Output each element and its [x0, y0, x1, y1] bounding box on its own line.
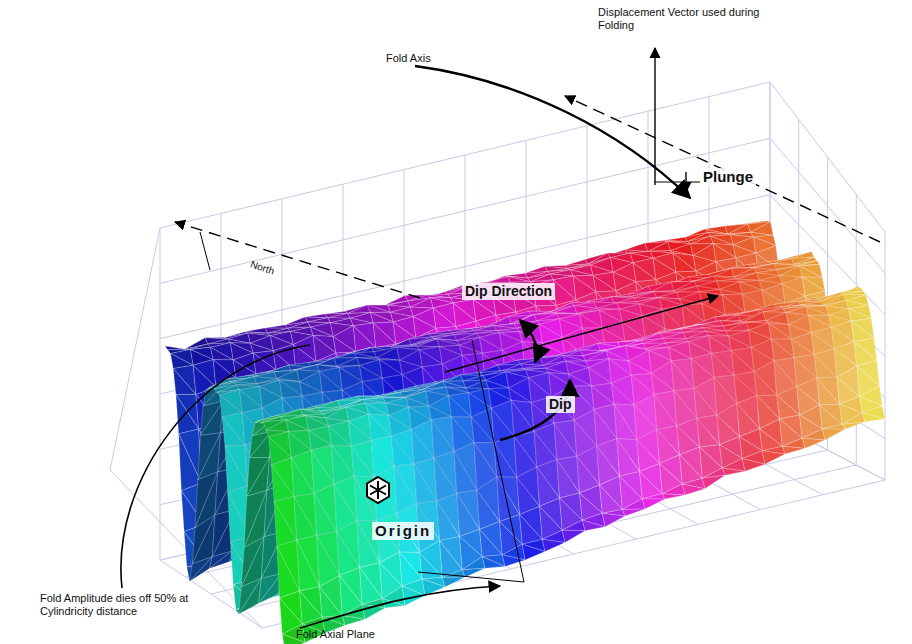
angle-label: Dip	[546, 396, 575, 413]
callout-text: Fold Axial Plane	[296, 628, 375, 641]
callout-text: Fold Amplitude dies off 50% at Cylindric…	[40, 592, 240, 618]
callout-text: Displacement Vector used during Folding	[598, 6, 768, 32]
direction-label: North	[249, 259, 276, 278]
origin-label: Origin	[372, 522, 434, 540]
annotation-lines	[121, 48, 880, 628]
angle-label: Dip Direction	[462, 283, 555, 300]
grid-box	[110, 82, 885, 628]
folded-surface	[165, 221, 885, 644]
angle-label: Plunge	[700, 168, 756, 186]
callout-text: Fold Axis	[386, 52, 431, 65]
origin-symbol	[367, 477, 389, 503]
